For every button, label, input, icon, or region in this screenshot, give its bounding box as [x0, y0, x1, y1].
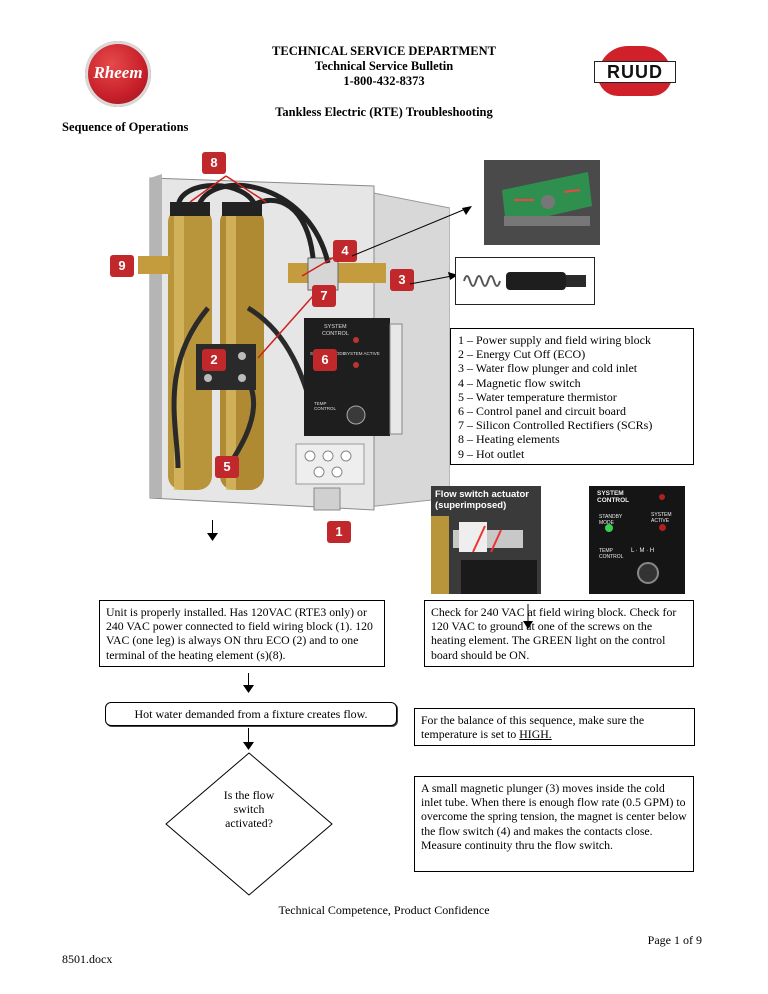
- arrow-box1-box3-head: [243, 685, 254, 693]
- badge-3: 3: [390, 269, 414, 291]
- installed-condition-box: Unit is properly installed. Has 120VAC (…: [99, 600, 385, 667]
- legend-item-6: 6 – Control panel and circuit board: [458, 404, 626, 419]
- temperature-setting-text: For the balance of this sequence, make s…: [421, 713, 645, 742]
- footer-tagline: Technical Competence, Product Confidence: [278, 903, 490, 917]
- ruud-logo-band: [594, 61, 676, 83]
- badge-9: 9: [110, 255, 134, 277]
- plunger-spring-photo: [455, 257, 595, 305]
- ctrl-scale-label: L · M · H: [631, 548, 655, 554]
- header-subject: Tankless Electric (RTE) Troubleshooting: [275, 105, 493, 119]
- section-title: Sequence of Operations: [62, 120, 189, 134]
- badge-1: 1: [327, 521, 351, 543]
- badge-8: 8: [202, 152, 226, 174]
- panel-control-label: CONTROL: [322, 331, 349, 337]
- ctrl-temp-knob: [637, 562, 659, 584]
- legend-item-1: 1 – Power supply and field wiring block: [458, 333, 651, 347]
- magnetic-plunger-box: A small magnetic plunger (3) moves insid…: [414, 776, 694, 872]
- actuator-label: Flow switch actuator (superimposed): [435, 489, 529, 511]
- control-panel-photo: SYSTEM CONTROL STANDBY MODE SYSTEM ACTIV…: [589, 486, 685, 594]
- panel-active-label: SYSTEM ACTIVE: [344, 351, 380, 356]
- panel-temp-label: TEMP CONTROL: [314, 401, 337, 411]
- arrow-from-photo: [212, 520, 213, 535]
- voltage-check-arrow: [523, 604, 533, 629]
- legend-item-2: 2 – Energy Cut Off (ECO): [458, 347, 586, 362]
- legend-item-4: 4 – Magnetic flow switch: [458, 375, 581, 390]
- pointer-arrow-3: [409, 272, 458, 285]
- temperature-setting-box: For the balance of this sequence, make s…: [414, 708, 695, 746]
- badge-4: 4: [333, 240, 357, 262]
- badge-5: 5: [215, 456, 239, 478]
- voltage-check-box: Check for 240 VAC at field wiring block.…: [424, 600, 694, 667]
- badge-7: 7: [312, 285, 336, 307]
- flow-switch-board-photo: [484, 160, 600, 245]
- arrow-box3-diamond-head: [243, 742, 254, 750]
- rheem-logo-text: Rheem: [93, 63, 143, 82]
- legend-item-3: 3 – Water flow plunger and cold inlet: [458, 361, 638, 376]
- actuator-illustration: [431, 486, 541, 594]
- ctrl-standby-label: STANDBY MODE: [599, 514, 623, 526]
- flow-switch-actuator-photo: Flow switch actuator (superimposed): [431, 486, 541, 594]
- ctrl-standby-led: [605, 524, 613, 532]
- pointer-arrow-4: [351, 206, 472, 257]
- ctrl-active-led: [659, 494, 665, 500]
- badge-6: 6: [313, 349, 337, 371]
- footer-page-number: Page 1 of 9: [647, 933, 702, 947]
- footer-filename: 8501.docx: [62, 952, 113, 966]
- arrow-box3-diamond: [248, 728, 249, 744]
- header-phone: 1-800-432-8373: [343, 74, 425, 88]
- main-unit-photo: SYSTEM CONTROL STANDBY MODE SYSTEM ACTIV…: [138, 168, 450, 523]
- badge-2: 2: [202, 349, 226, 371]
- voltage-check-text: Check for 240 VAC at field wiring block.…: [431, 605, 677, 662]
- board-illustration: [484, 160, 600, 245]
- unit-illustration: [138, 168, 450, 523]
- flow-decision-text: Is the flow switch activated?: [223, 788, 275, 831]
- ctrl-active-led-2: [659, 524, 666, 531]
- ctrl-system-label: SYSTEM CONTROL: [597, 490, 630, 504]
- ctrl-active-label: SYSTEM ACTIVE: [651, 512, 672, 524]
- ruud-logo-text: RUUD: [607, 62, 663, 82]
- temperature-setting-high: HIGH.: [519, 727, 552, 742]
- legend-item-5: 5 – Water temperature thermistor: [458, 389, 617, 404]
- ruud-logo: RUUD: [594, 46, 676, 96]
- plunger-illustration: [463, 272, 586, 290]
- arrow-from-photo-head: [207, 533, 218, 541]
- ctrl-temp-label: TEMP CONTROL: [599, 548, 624, 560]
- hot-water-demand-box: Hot water demanded from a fixture create…: [105, 702, 397, 726]
- header-dept: TECHNICAL SERVICE DEPARTMENT: [272, 44, 496, 58]
- panel-system-label: SYSTEM: [324, 324, 347, 330]
- legend-item-9: 9 – Hot outlet: [458, 446, 525, 461]
- header-bulletin: Technical Service Bulletin: [314, 59, 454, 73]
- rheem-logo: Rheem: [85, 41, 151, 107]
- component-legend: 1 – Power supply and field wiring block …: [450, 328, 694, 465]
- arrow-box1-box3: [248, 673, 249, 687]
- legend-item-7: 7 – Silicon Controlled Rectifiers (SCRs): [458, 418, 653, 433]
- flow-decision-diamond: [165, 752, 333, 896]
- legend-item-8: 8 – Heating elements: [458, 432, 560, 447]
